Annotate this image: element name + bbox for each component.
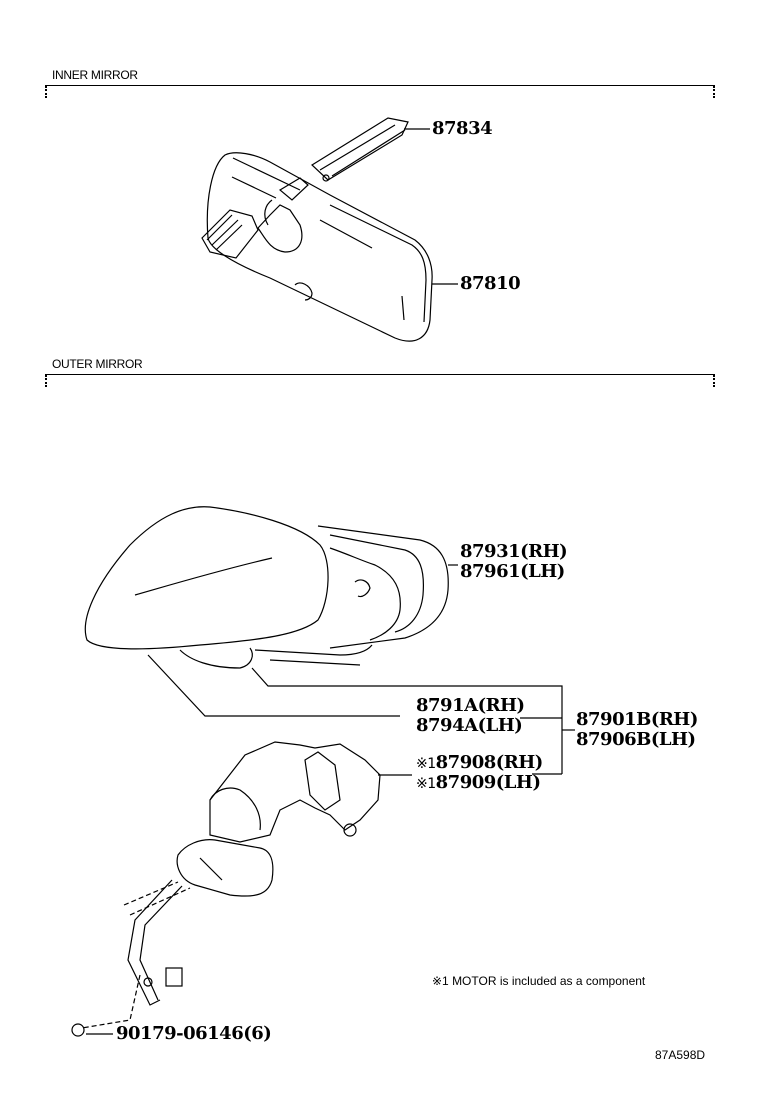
inner-frame-right-tick bbox=[713, 86, 715, 98]
motor-footnote: ※1 MOTOR is included as a component bbox=[432, 974, 646, 988]
part-number-8791a-rh[interactable]: 8791A(RH) bbox=[416, 695, 525, 716]
outer-mirror-housing-illustration bbox=[84, 506, 449, 669]
part-number-87834[interactable]: 87834 bbox=[432, 118, 493, 139]
leader-8791A-8794A bbox=[147, 654, 400, 717]
motor-note-mark: ※1 bbox=[416, 776, 436, 792]
inner-mirror-title: INNER MIRROR bbox=[52, 68, 138, 82]
outer-mirror-frame-line bbox=[45, 374, 715, 375]
part-number-87909-lh[interactable]: ※187909(LH) bbox=[416, 772, 541, 793]
inner-mirror-illustration bbox=[201, 117, 433, 342]
part-number-87961-lh[interactable]: 87961(LH) bbox=[460, 561, 565, 582]
outer-frame-left-tick bbox=[45, 375, 47, 387]
diagram-code: 87A598D bbox=[655, 1048, 706, 1062]
part-number-87810[interactable]: 87810 bbox=[460, 273, 521, 294]
motor-note-mark: ※1 bbox=[416, 756, 436, 772]
mirror-motor-base-illustration bbox=[71, 741, 381, 1037]
part-number-8794a-lh[interactable]: 8794A(LH) bbox=[416, 715, 523, 736]
outer-mirror-title: OUTER MIRROR bbox=[52, 357, 143, 371]
part-number-87931-rh[interactable]: 87931(RH) bbox=[460, 541, 568, 562]
part-number-87908-rh[interactable]: ※187908(RH) bbox=[416, 752, 543, 773]
part-number-87906b-lh[interactable]: 87906B(LH) bbox=[576, 729, 696, 750]
part-number-90179-06146[interactable]: 90179-06146(6) bbox=[116, 1023, 272, 1044]
part-number-87901b-rh[interactable]: 87901B(RH) bbox=[576, 709, 698, 730]
outer-frame-right-tick bbox=[713, 375, 715, 387]
inner-mirror-frame-line bbox=[45, 85, 715, 86]
inner-frame-left-tick bbox=[45, 86, 47, 98]
